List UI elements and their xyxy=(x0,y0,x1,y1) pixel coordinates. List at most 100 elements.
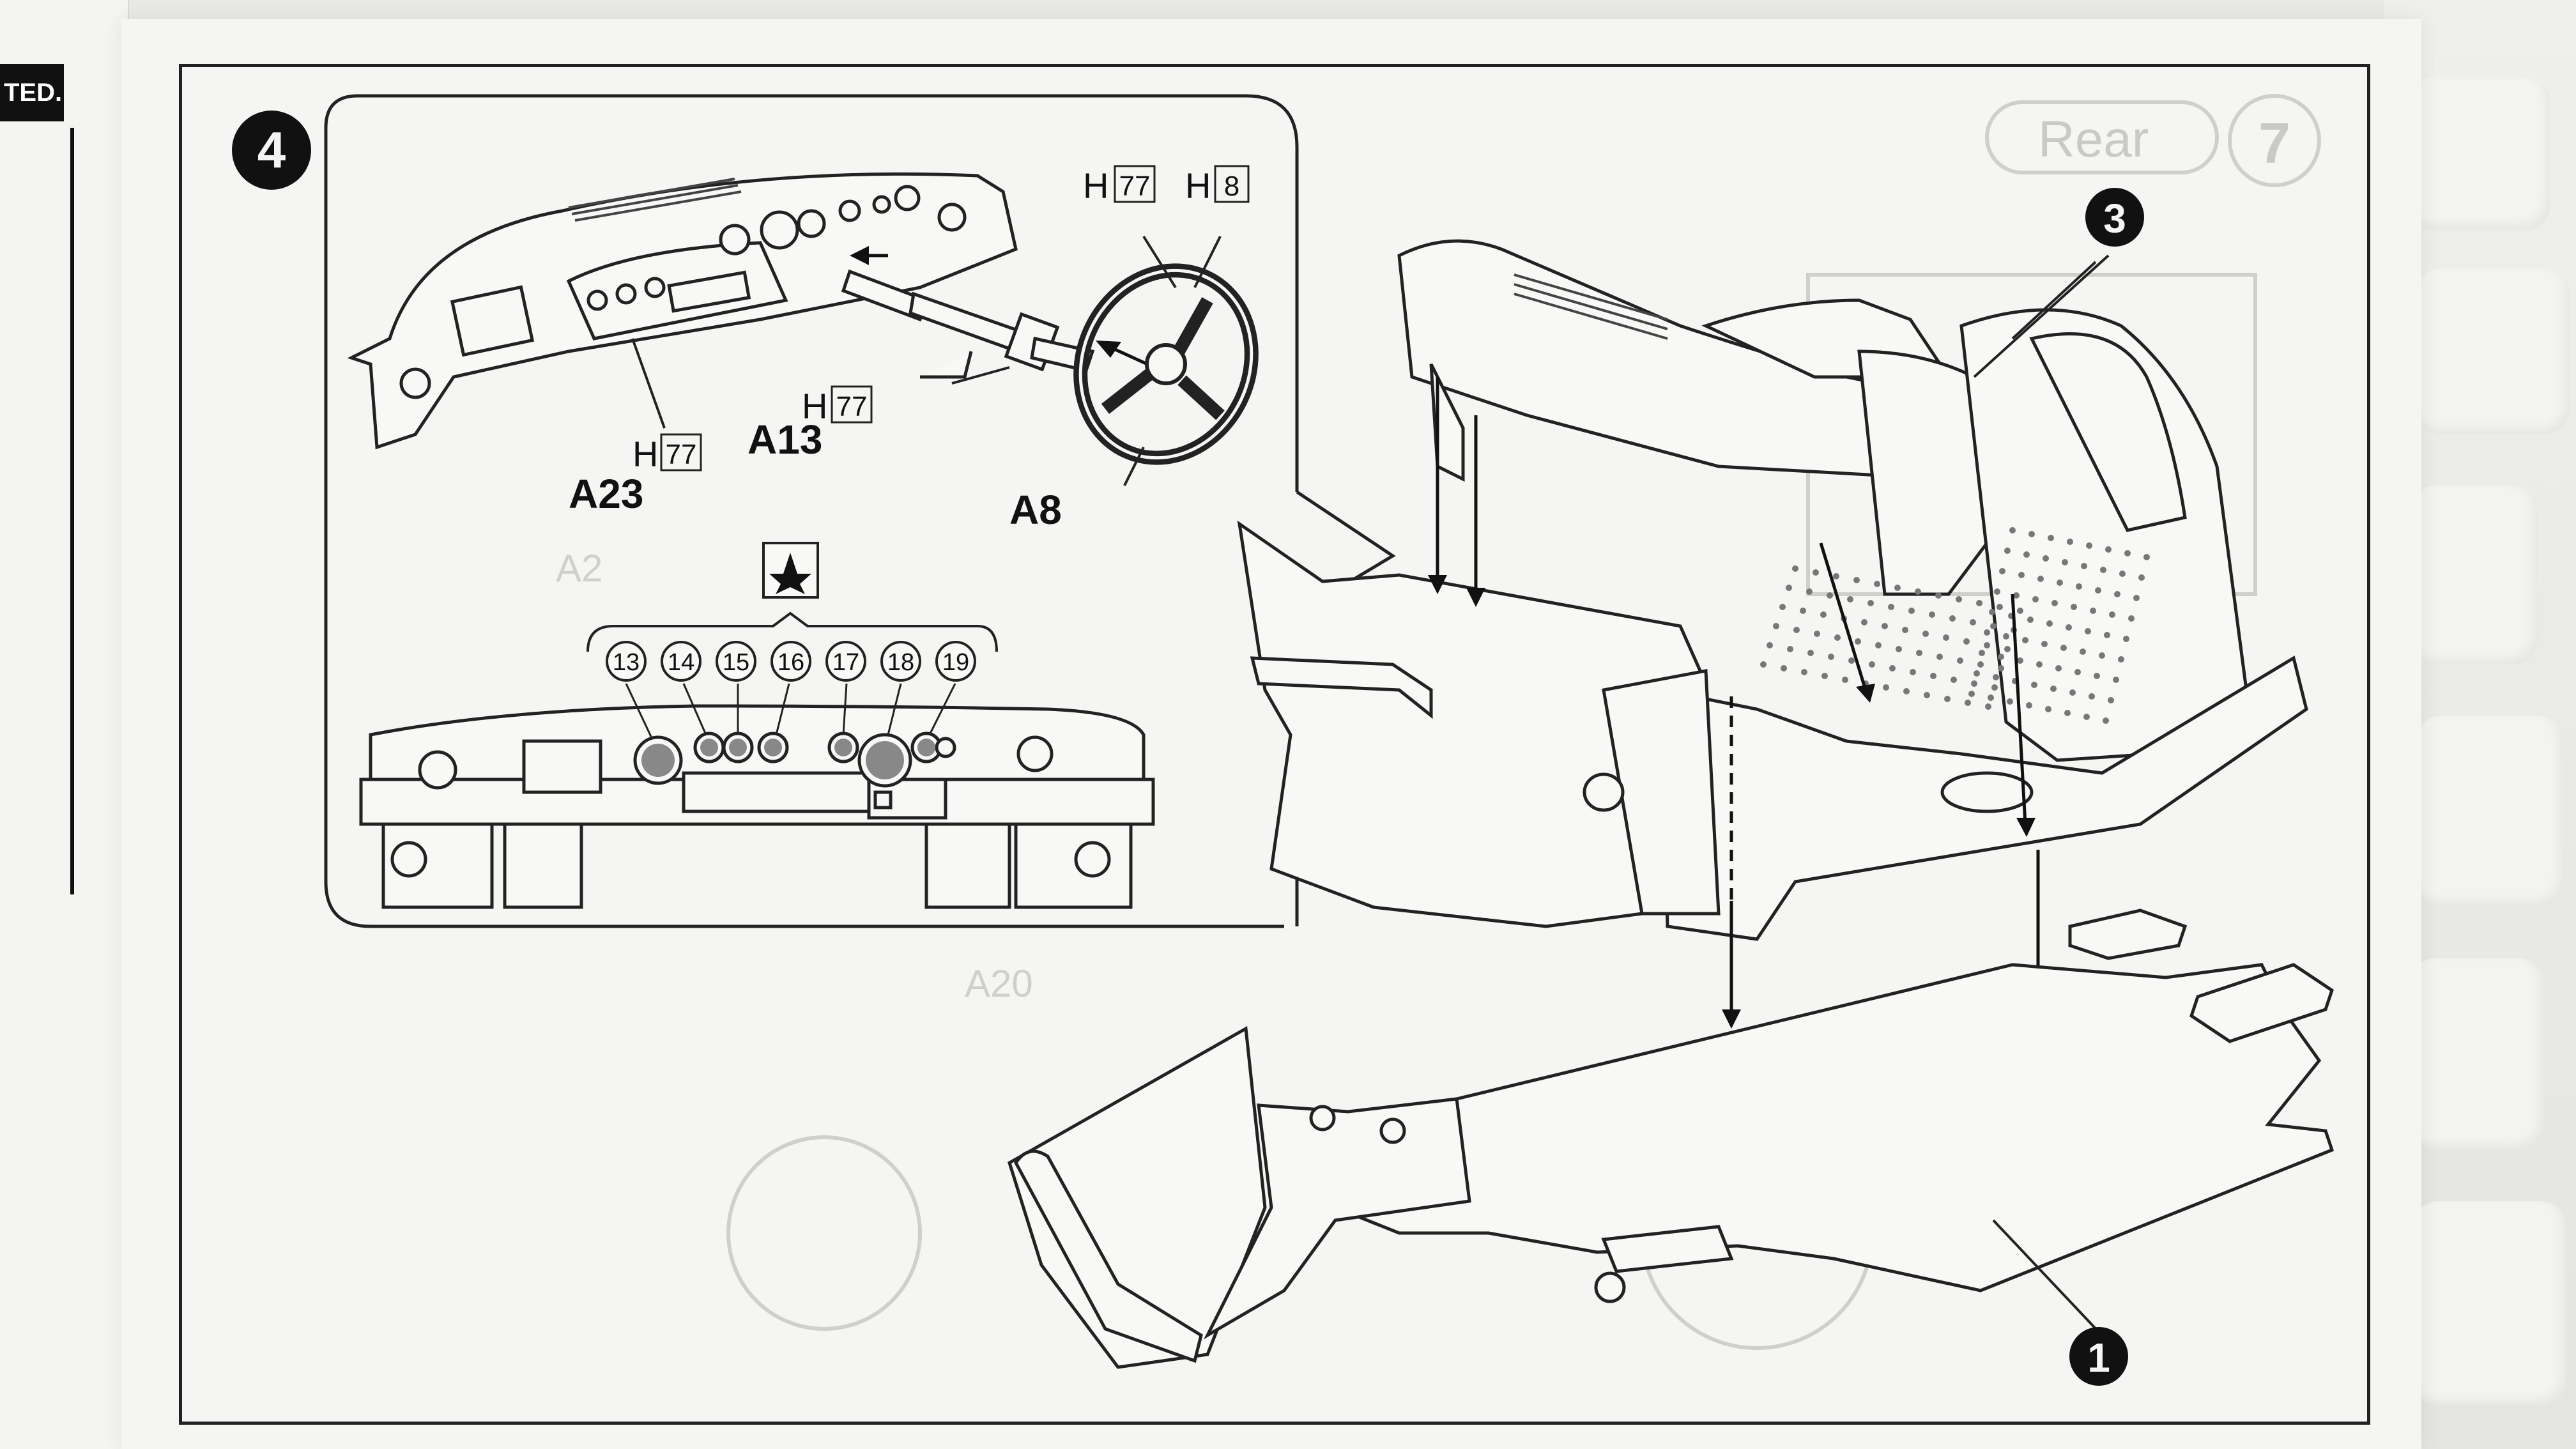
seat-dot xyxy=(1813,569,1819,576)
seat-dot xyxy=(2062,559,2068,565)
chassis-vent xyxy=(1514,273,1668,340)
seat-dot xyxy=(2003,633,2009,640)
seat-dot xyxy=(1903,688,1910,694)
seat-dot xyxy=(2105,546,2112,553)
label-h8-box: 8 xyxy=(1224,171,1239,202)
seat-dot xyxy=(1814,631,1820,637)
seat-dot xyxy=(2057,579,2063,586)
left-page: TED. xyxy=(0,0,129,1449)
leader-lines-inset xyxy=(631,235,1222,486)
arrow-head xyxy=(850,246,869,265)
seat-dot xyxy=(1821,673,1828,679)
seat-dot xyxy=(2143,554,2150,560)
dashboard-front-gauges-fill xyxy=(641,739,935,779)
seat-dot xyxy=(1786,585,1792,591)
seat-dot xyxy=(2050,686,2057,692)
callout-1-badge xyxy=(2069,1327,2128,1386)
seat-dot xyxy=(2064,710,2071,716)
seat-dot xyxy=(2100,567,2106,573)
seat-dot xyxy=(2032,596,2039,602)
seat-dot xyxy=(2018,572,2025,578)
seat-dot xyxy=(2123,636,2129,642)
decal-number-label: 19 xyxy=(942,649,969,676)
seat-dot xyxy=(1999,568,2005,574)
callout-3-badge xyxy=(2085,188,2144,247)
seat-dot xyxy=(2083,714,2090,720)
brick xyxy=(2410,77,2550,230)
seat-dot xyxy=(2118,656,2124,663)
floor-pan-part xyxy=(1008,908,2334,1369)
seat-dot xyxy=(1908,608,1915,614)
seat-dot xyxy=(1827,592,1833,599)
seat-dot xyxy=(1994,588,2000,595)
steering-wheel-part xyxy=(1073,263,1259,465)
seat-dot xyxy=(1888,604,1894,610)
seat-dot xyxy=(1800,608,1806,614)
seat-dot xyxy=(2048,535,2054,541)
seat-dot xyxy=(2004,548,2011,554)
step-number-badge xyxy=(232,111,311,190)
seat-dot xyxy=(1968,691,1975,697)
seat-dot xyxy=(1781,665,1787,671)
decal-number-19: 19 xyxy=(935,641,976,682)
seat-dot xyxy=(1979,650,1985,656)
decal-number-label: 14 xyxy=(668,649,694,676)
label-h77-b-letter: H xyxy=(802,386,827,426)
seat-dot xyxy=(1889,665,1896,671)
seat-dot xyxy=(1793,627,1800,633)
dashboard-vent xyxy=(568,178,742,222)
arrow-head xyxy=(1096,341,1121,358)
seat-dot xyxy=(2045,706,2051,712)
decal-number-label: 18 xyxy=(887,649,914,676)
seat-dot xyxy=(1828,654,1834,660)
decal-number-label: 13 xyxy=(613,649,640,676)
seat-dot xyxy=(1874,581,1880,587)
seat-dot xyxy=(2004,646,2011,652)
seat-dot xyxy=(1956,596,1962,602)
seat-dot xyxy=(1792,565,1798,572)
label-a13: A13 xyxy=(747,417,822,463)
seat-dot xyxy=(2022,637,2028,643)
decal-number-14: 14 xyxy=(661,641,702,682)
seat-dot xyxy=(2066,624,2072,631)
seat-dot xyxy=(1882,623,1888,629)
seat-dot xyxy=(1936,654,1943,660)
seat-dot xyxy=(1787,646,1793,652)
seat-dot xyxy=(1924,692,1930,698)
seat-dot xyxy=(1935,592,1942,599)
seat-dot xyxy=(2099,652,2105,659)
seat-dot xyxy=(2046,620,2053,627)
step-number: 4 xyxy=(257,121,286,178)
decal-number-17: 17 xyxy=(825,641,866,682)
seat-dot xyxy=(2104,632,2110,638)
seat-dot xyxy=(1773,623,1779,629)
dashboard-part xyxy=(347,172,1018,450)
seat-dot xyxy=(1915,588,1921,595)
seat-dot xyxy=(1943,634,1949,641)
decal-number-15: 15 xyxy=(716,641,756,682)
seat-dot xyxy=(2027,617,2034,623)
seat-dot xyxy=(1842,677,1848,683)
seat-dot xyxy=(2085,628,2091,634)
seat-dot xyxy=(2069,689,2076,696)
seat-dot xyxy=(1894,585,1901,591)
seat-dot xyxy=(1993,674,1999,680)
seat-dot xyxy=(1974,670,1980,677)
seat-dot xyxy=(2031,682,2037,688)
seat-dot xyxy=(1998,665,2004,671)
seat-dot xyxy=(2007,698,2013,705)
seat-dot xyxy=(1949,615,1956,622)
seat-dot-pattern xyxy=(1760,527,2150,724)
dashboard-front-view xyxy=(359,704,1155,909)
seat-dot xyxy=(1834,634,1841,641)
seat-dot xyxy=(2095,587,2101,594)
seat-dot xyxy=(1977,661,1984,668)
seat-dot xyxy=(1985,703,1991,710)
seat-dot xyxy=(1801,669,1807,675)
steering-column-part xyxy=(841,269,1095,379)
seat-dot xyxy=(1867,600,1874,606)
label-h77-a-box: 77 xyxy=(1119,171,1151,202)
decal-bracket xyxy=(586,611,998,652)
brick xyxy=(2416,268,2570,434)
